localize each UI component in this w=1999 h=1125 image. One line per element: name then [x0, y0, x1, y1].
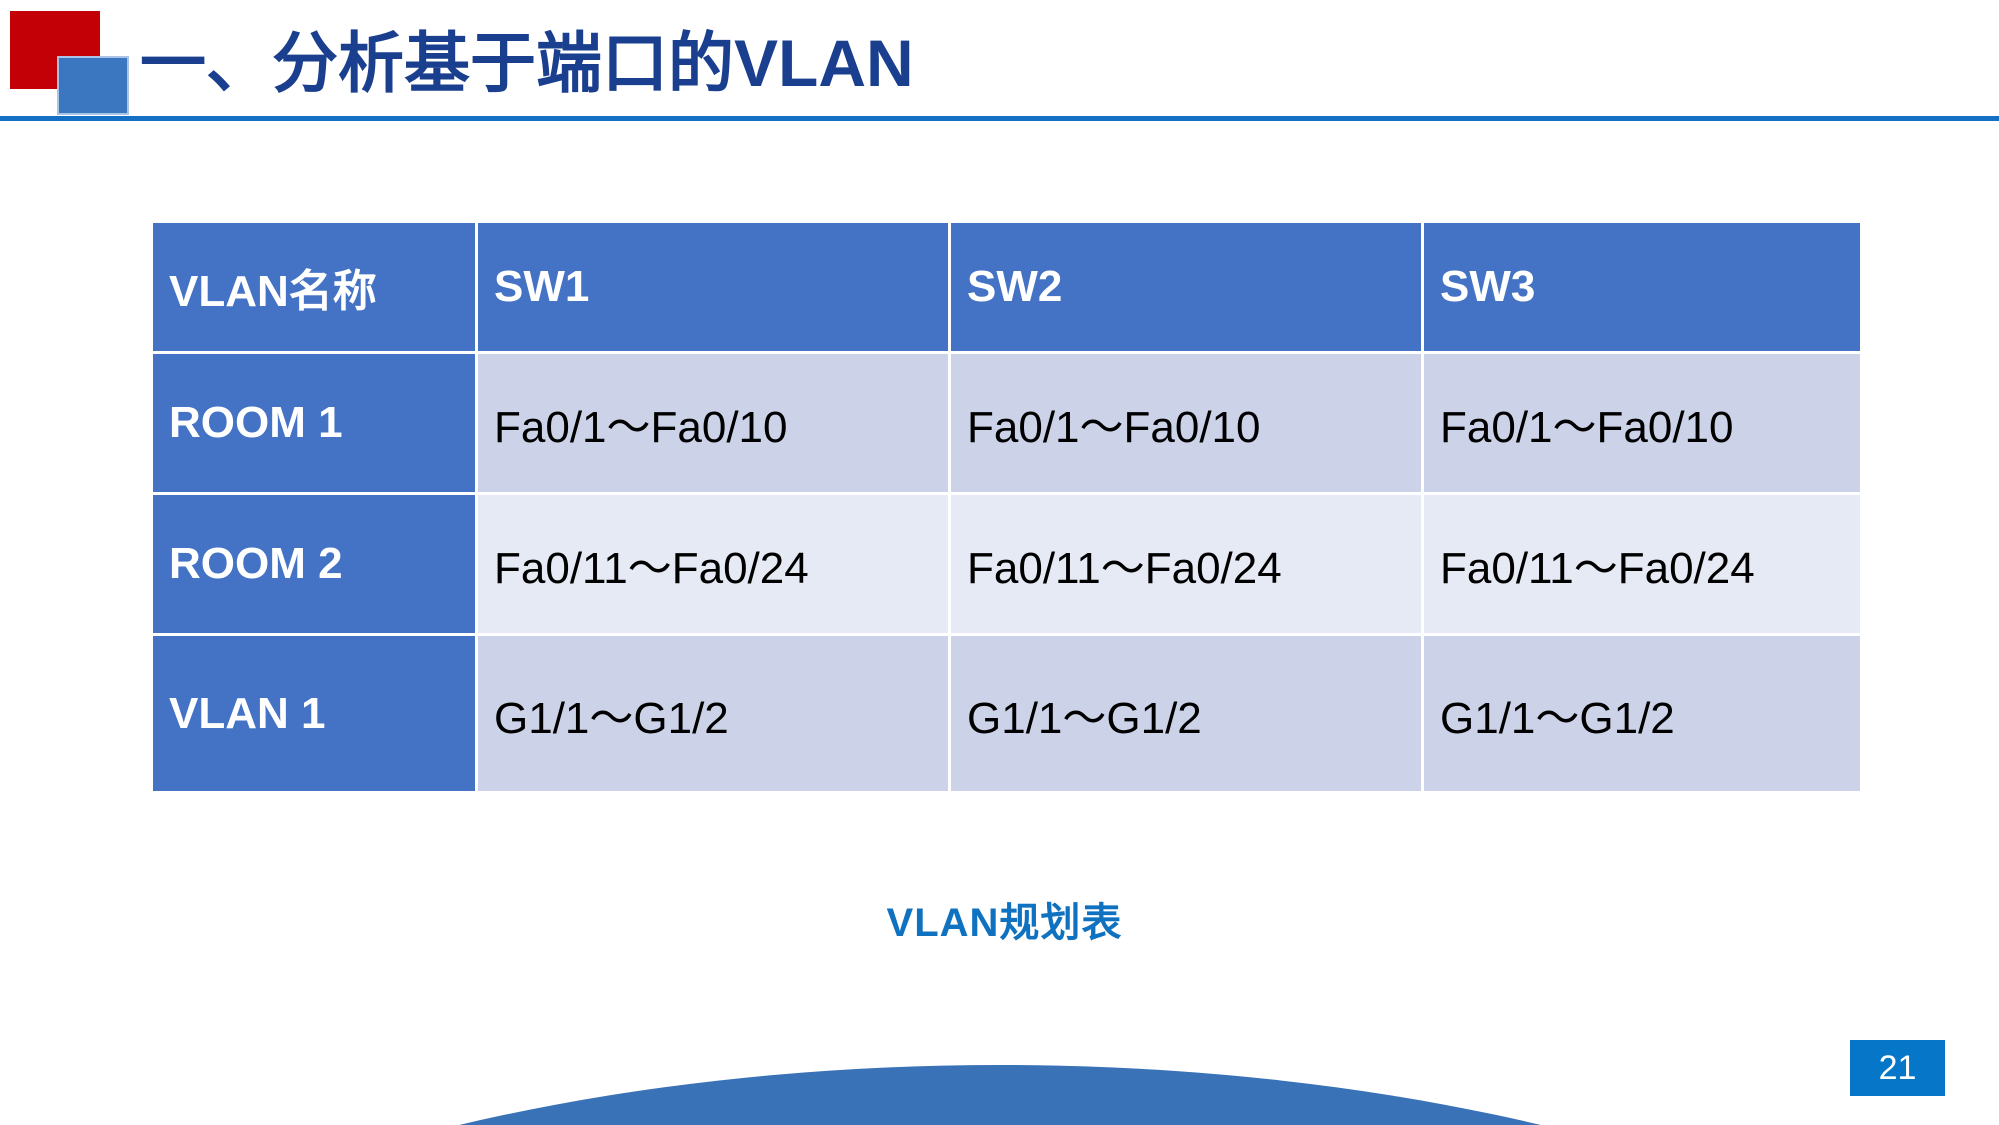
page-title: 一、分析基于端口的VLAN — [140, 26, 914, 100]
cell-room1-sw3: Fa0/1～Fa0/10 — [1424, 354, 1860, 492]
table-row: VLAN 1 G1/1～G1/2 G1/1～G1/2 G1/1～G1/2 — [153, 636, 1860, 791]
cell-room2-sw2: Fa0/11～Fa0/24 — [951, 495, 1421, 633]
row-header-vlan-1: VLAN 1 — [153, 636, 475, 791]
cell-room2-sw1: Fa0/11～Fa0/24 — [478, 495, 948, 633]
decorative-blue-square — [57, 56, 129, 115]
vlan-plan-table: VLAN名称 SW1 SW2 SW3 ROOM 1 Fa0/1～Fa0/10 F… — [150, 220, 1863, 794]
row-header-room-1: ROOM 1 — [153, 354, 475, 492]
cell-vlan1-sw3: G1/1～G1/2 — [1424, 636, 1860, 791]
header-divider-line — [0, 116, 1999, 121]
table-row: ROOM 1 Fa0/1～Fa0/10 Fa0/1～Fa0/10 Fa0/1～F… — [153, 354, 1860, 492]
table-header-row: VLAN名称 SW1 SW2 SW3 — [153, 223, 1860, 351]
cell-vlan1-sw1: G1/1～G1/2 — [478, 636, 948, 791]
table-header: VLAN名称 SW1 SW2 SW3 — [153, 223, 1860, 351]
column-header-sw3: SW3 — [1424, 223, 1860, 351]
cell-room1-sw2: Fa0/1～Fa0/10 — [951, 354, 1421, 492]
column-header-sw1: SW1 — [478, 223, 948, 351]
table-caption: VLAN规划表 — [0, 890, 1999, 948]
row-header-room-2: ROOM 2 — [153, 495, 475, 633]
cell-room1-sw1: Fa0/1～Fa0/10 — [478, 354, 948, 492]
column-header-sw2: SW2 — [951, 223, 1421, 351]
column-header-vlan-name: VLAN名称 — [153, 223, 475, 351]
table-body: ROOM 1 Fa0/1～Fa0/10 Fa0/1～Fa0/10 Fa0/1～F… — [153, 354, 1860, 791]
cell-vlan1-sw2: G1/1～G1/2 — [951, 636, 1421, 791]
table-row: ROOM 2 Fa0/11～Fa0/24 Fa0/11～Fa0/24 Fa0/1… — [153, 495, 1860, 633]
table-caption-text: VLAN规划表 — [886, 901, 1123, 945]
decorative-bottom-arc — [0, 1065, 1999, 1125]
cell-room2-sw3: Fa0/11～Fa0/24 — [1424, 495, 1860, 633]
page-number-badge: 21 — [1850, 1040, 1945, 1096]
